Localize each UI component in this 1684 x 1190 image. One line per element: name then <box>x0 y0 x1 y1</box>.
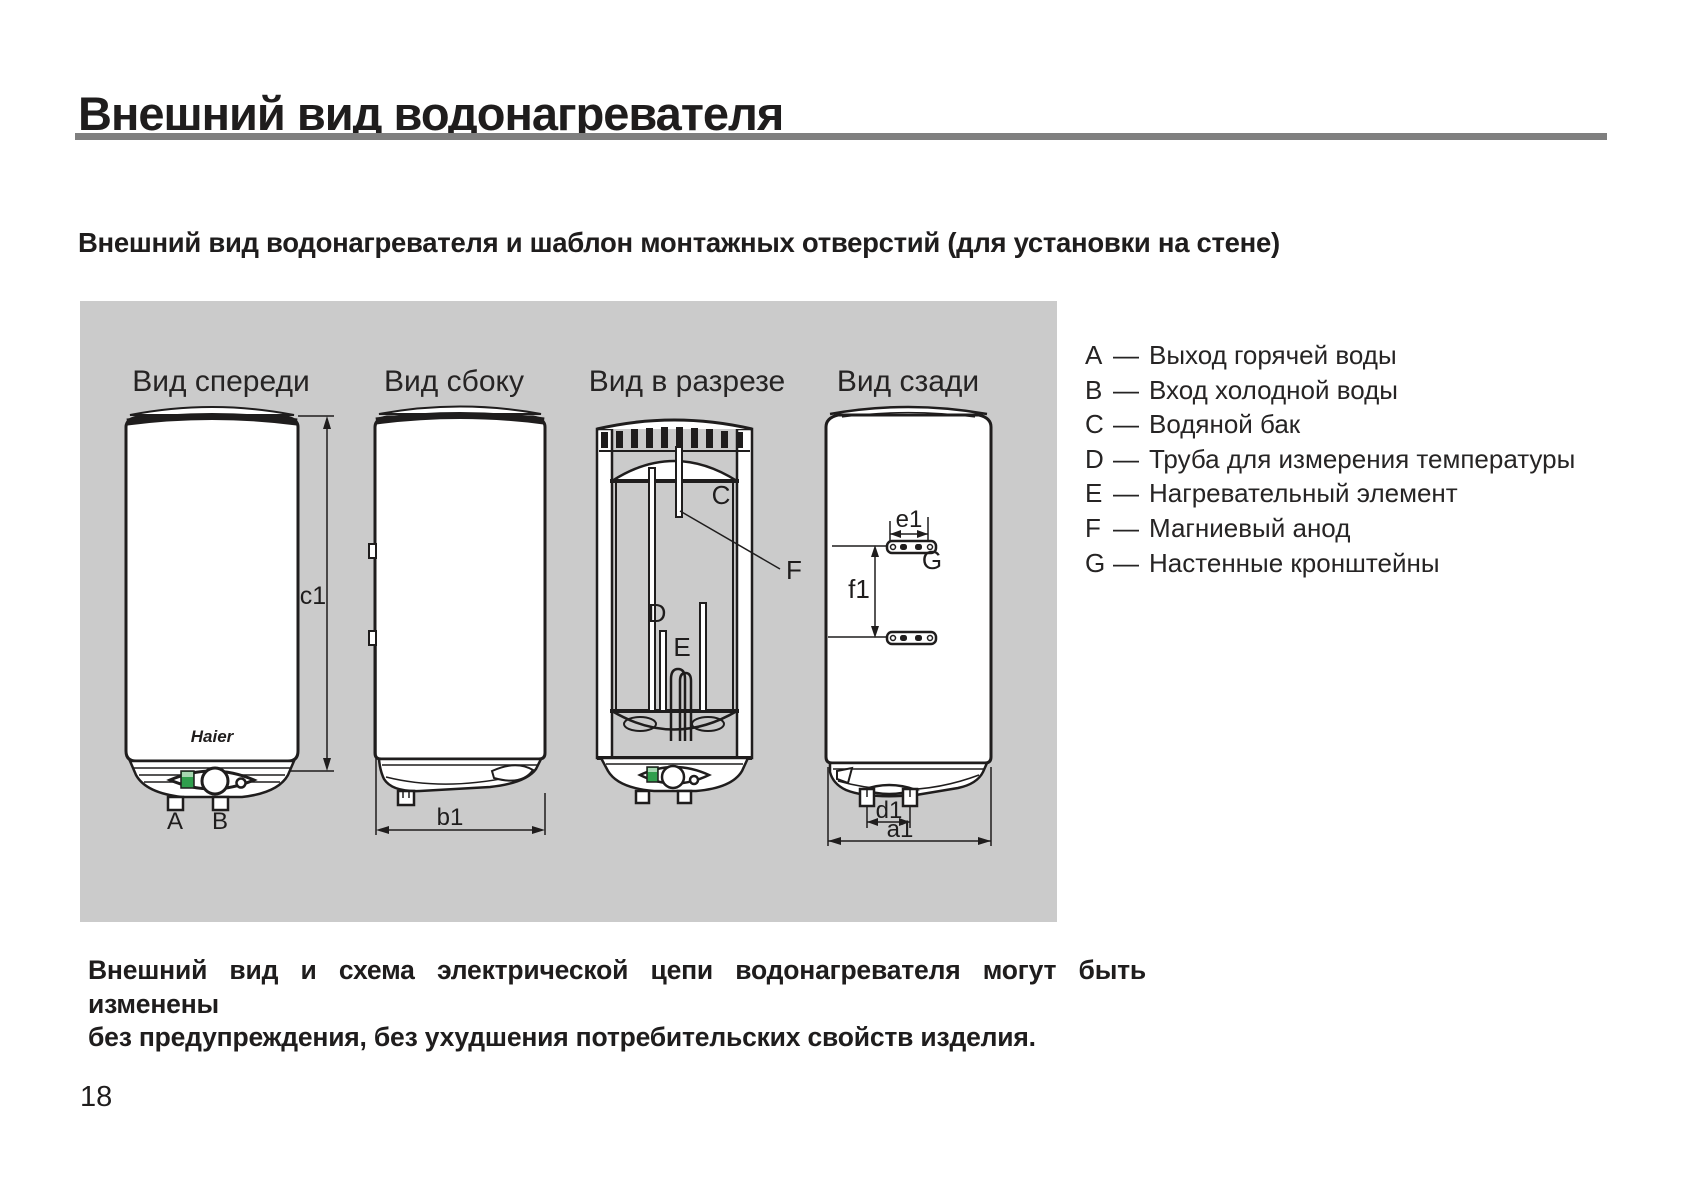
page-number: 18 <box>80 1081 113 1113</box>
legend-text: Труба для измерения температуры <box>1149 443 1576 474</box>
disclaimer-note: Внешний вид и схема электрической цепи в… <box>88 954 1146 1055</box>
legend-text: Магниевый анод <box>1149 512 1351 543</box>
legend-dash: — <box>1113 443 1139 474</box>
legend-dash: — <box>1113 340 1139 370</box>
legend-letter: A <box>1085 340 1103 370</box>
callout-g-label: G <box>922 545 942 575</box>
section-subtitle: Внешний вид водонагревателя и шаблон мон… <box>78 226 1280 258</box>
disclaimer-line-2: без предупреждения, без ухудшения потреб… <box>88 1022 1036 1052</box>
legend-item-c: C — Водяной бак <box>1085 409 1575 444</box>
heating-element <box>669 667 687 741</box>
legend-letter: F <box>1085 512 1101 543</box>
mounting-bracket-lower <box>885 630 938 646</box>
legend-text: Водяной бак <box>1149 409 1301 440</box>
callout-a-label: A <box>167 808 183 835</box>
legend-item-a: A — Выход горячей воды <box>1085 340 1575 375</box>
view-title-rear: Вид сзади <box>836 365 980 398</box>
dim-f1-label: f1 <box>848 574 870 604</box>
legend-letter: C <box>1085 409 1104 440</box>
magnesium-anode <box>675 446 683 518</box>
view-title-side: Вид сбоку <box>384 365 524 398</box>
legend-text: Нагревательный элемент <box>1149 478 1458 509</box>
mounting-bracket-upper <box>885 539 938 555</box>
disclaimer-line-1: Внешний вид и схема электрической цепи в… <box>88 955 1146 1019</box>
front-view-drawing <box>124 406 334 812</box>
dim-b1-label: b1 <box>437 804 464 831</box>
dim-d1-label: d1 <box>876 797 903 824</box>
cold-water-inlet-pipe <box>211 795 230 812</box>
callout-b-label: B <box>212 808 228 835</box>
rear-view-drawing <box>824 405 993 846</box>
legend-item-g: G— Настенные кронштейны <box>1085 548 1575 583</box>
callout-legend: A — Выход горячей воды B — Вход холодной вод… <box>1085 340 1575 582</box>
legend-text: Настенные кронштейны <box>1149 547 1440 578</box>
dim-a1-label: a1 <box>887 816 914 843</box>
legend-letter: B <box>1085 374 1103 405</box>
legend-letter: G <box>1085 547 1106 578</box>
dim-e1-label: e1 <box>896 506 923 533</box>
legend-item-e: E — Нагревательный элемент <box>1085 478 1575 513</box>
side-view-drawing <box>368 405 547 835</box>
water-tank <box>611 459 738 483</box>
temperature-tube <box>659 630 667 712</box>
title-divider <box>75 133 1607 140</box>
page-title: Внешний вид водонагревателя <box>78 87 784 141</box>
legend-item-f: F — Магниевый анод <box>1085 513 1575 548</box>
hot-water-outlet-pipe <box>166 795 185 812</box>
view-title-section: Вид в разрезе <box>588 365 786 398</box>
view-title-front: Вид спереди <box>132 365 310 398</box>
legend-dash: — <box>1113 547 1139 578</box>
legend-dash: — <box>1113 478 1139 509</box>
callout-c-label: C <box>712 480 731 510</box>
section-view-drawing <box>595 418 781 805</box>
legend-letter: D <box>1085 443 1104 474</box>
diagram-panel: Вид спереди Вид сбоку Вид в разрезе Вид … <box>80 301 1057 922</box>
bracket-tab-upper <box>368 543 377 559</box>
legend-item-d: D — Труба для измерения температуры <box>1085 444 1575 479</box>
bracket-tab-lower <box>368 630 377 646</box>
legend-letter: E <box>1085 478 1103 509</box>
legend-text: Выход горячей воды <box>1149 340 1397 370</box>
legend-dash: — <box>1113 409 1139 440</box>
legend-item-b: B — Вход холодной воды <box>1085 375 1575 410</box>
water-heater-drawings: c1 A B Haier <box>124 405 993 846</box>
legend-dash: — <box>1113 512 1139 543</box>
legend-text: Вход холодной воды <box>1149 374 1398 405</box>
callout-f-label: F <box>786 555 802 585</box>
brand-logo: Haier <box>191 727 235 746</box>
thermostat-knob <box>200 766 230 796</box>
callout-e-label: E <box>673 632 690 662</box>
dim-c1-label: c1 <box>300 582 326 610</box>
callout-d-label: D <box>648 598 667 628</box>
legend-dash: — <box>1113 374 1139 405</box>
